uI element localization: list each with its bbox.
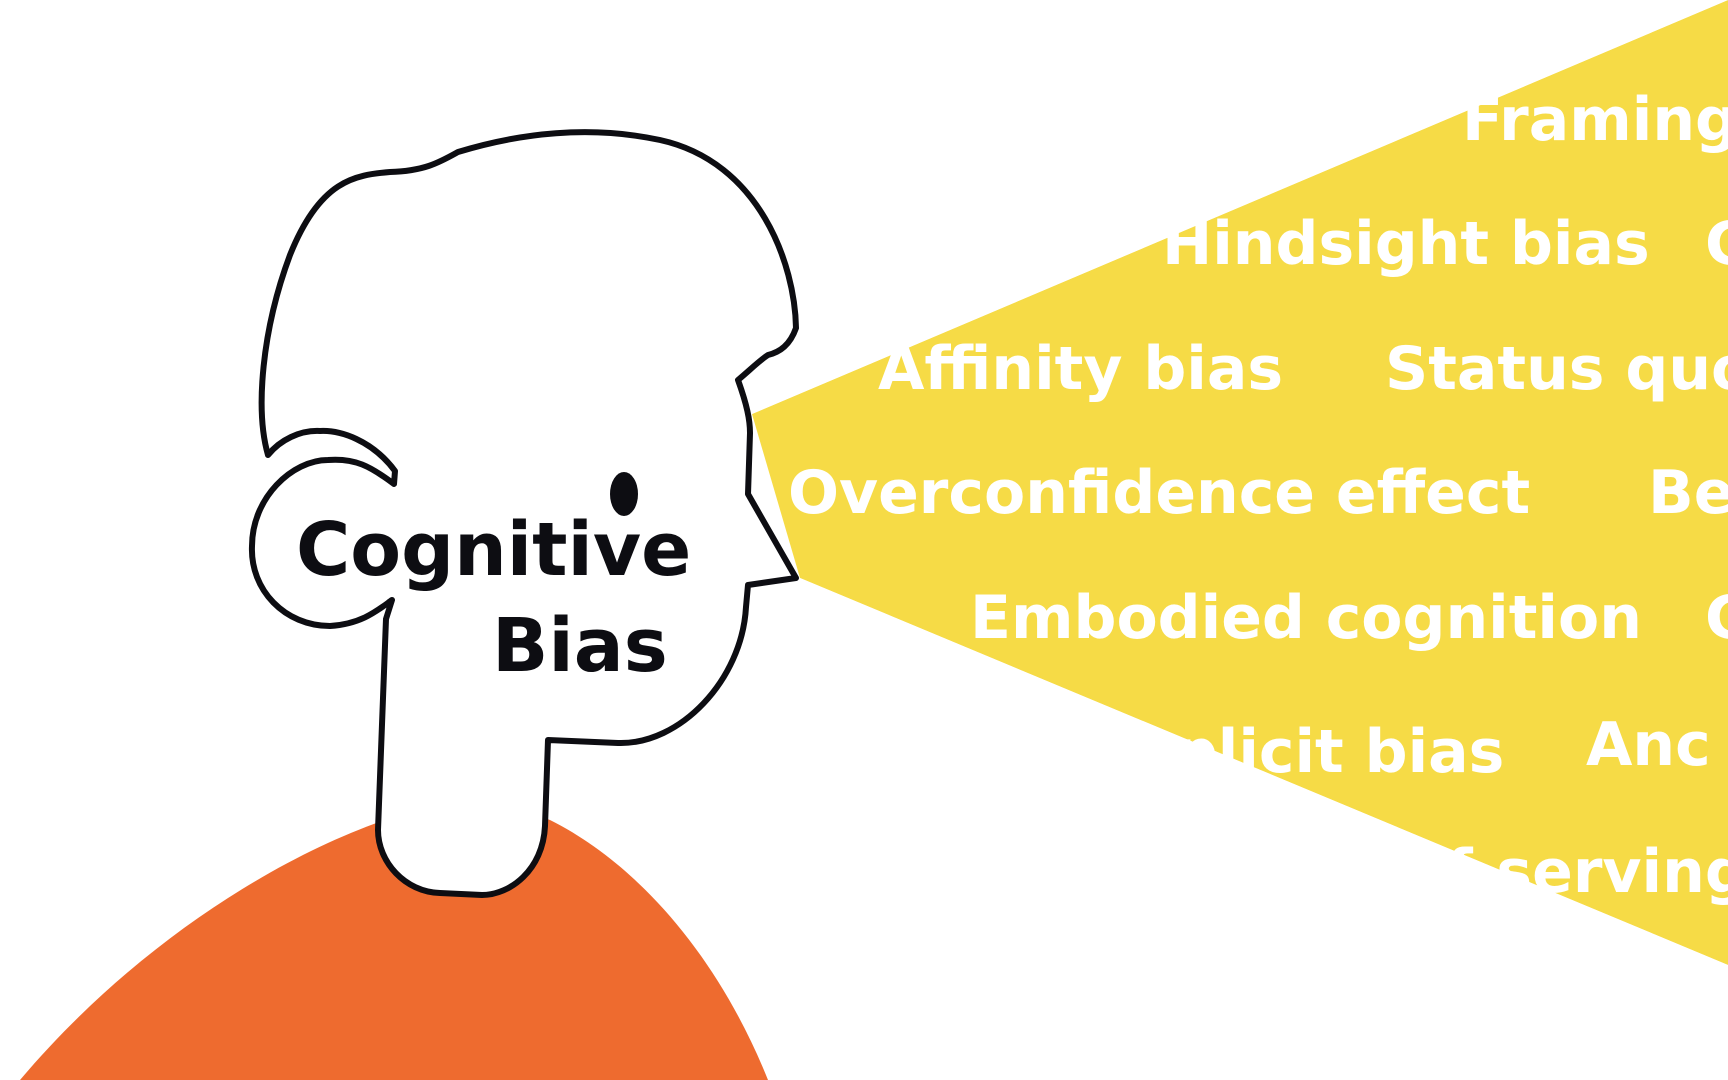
bias-word-status-quo: Status quo bbox=[1385, 334, 1728, 404]
bias-words: Framing Hindsight bias C Affinity bias S… bbox=[788, 85, 1728, 907]
bias-word-framing: Framing bbox=[1462, 85, 1728, 155]
bias-word-affinity: Affinity bias bbox=[878, 334, 1283, 404]
head-outline bbox=[248, 129, 799, 898]
bias-word-row5-cut: C bbox=[1705, 583, 1728, 653]
beam-mask-bottom bbox=[700, 556, 1728, 1080]
eye bbox=[610, 472, 638, 516]
thought-beam bbox=[752, 0, 1728, 965]
bias-word-embodied-cognition: Embodied cognition bbox=[970, 583, 1642, 653]
bias-word-anchoring-cut: Anc bbox=[1586, 710, 1711, 780]
beam-mask-top bbox=[700, 0, 1728, 436]
shirt bbox=[20, 806, 768, 1080]
title-line-bias: Bias bbox=[492, 603, 668, 689]
bias-word-row4-cut: Be bbox=[1648, 458, 1728, 528]
bias-word-overconfidence: Overconfidence effect bbox=[788, 458, 1530, 528]
bias-word-hindsight: Hindsight bias bbox=[1162, 209, 1650, 279]
title-line-cognitive: Cognitive bbox=[296, 507, 691, 593]
bias-word-row2-cut: C bbox=[1705, 209, 1728, 279]
